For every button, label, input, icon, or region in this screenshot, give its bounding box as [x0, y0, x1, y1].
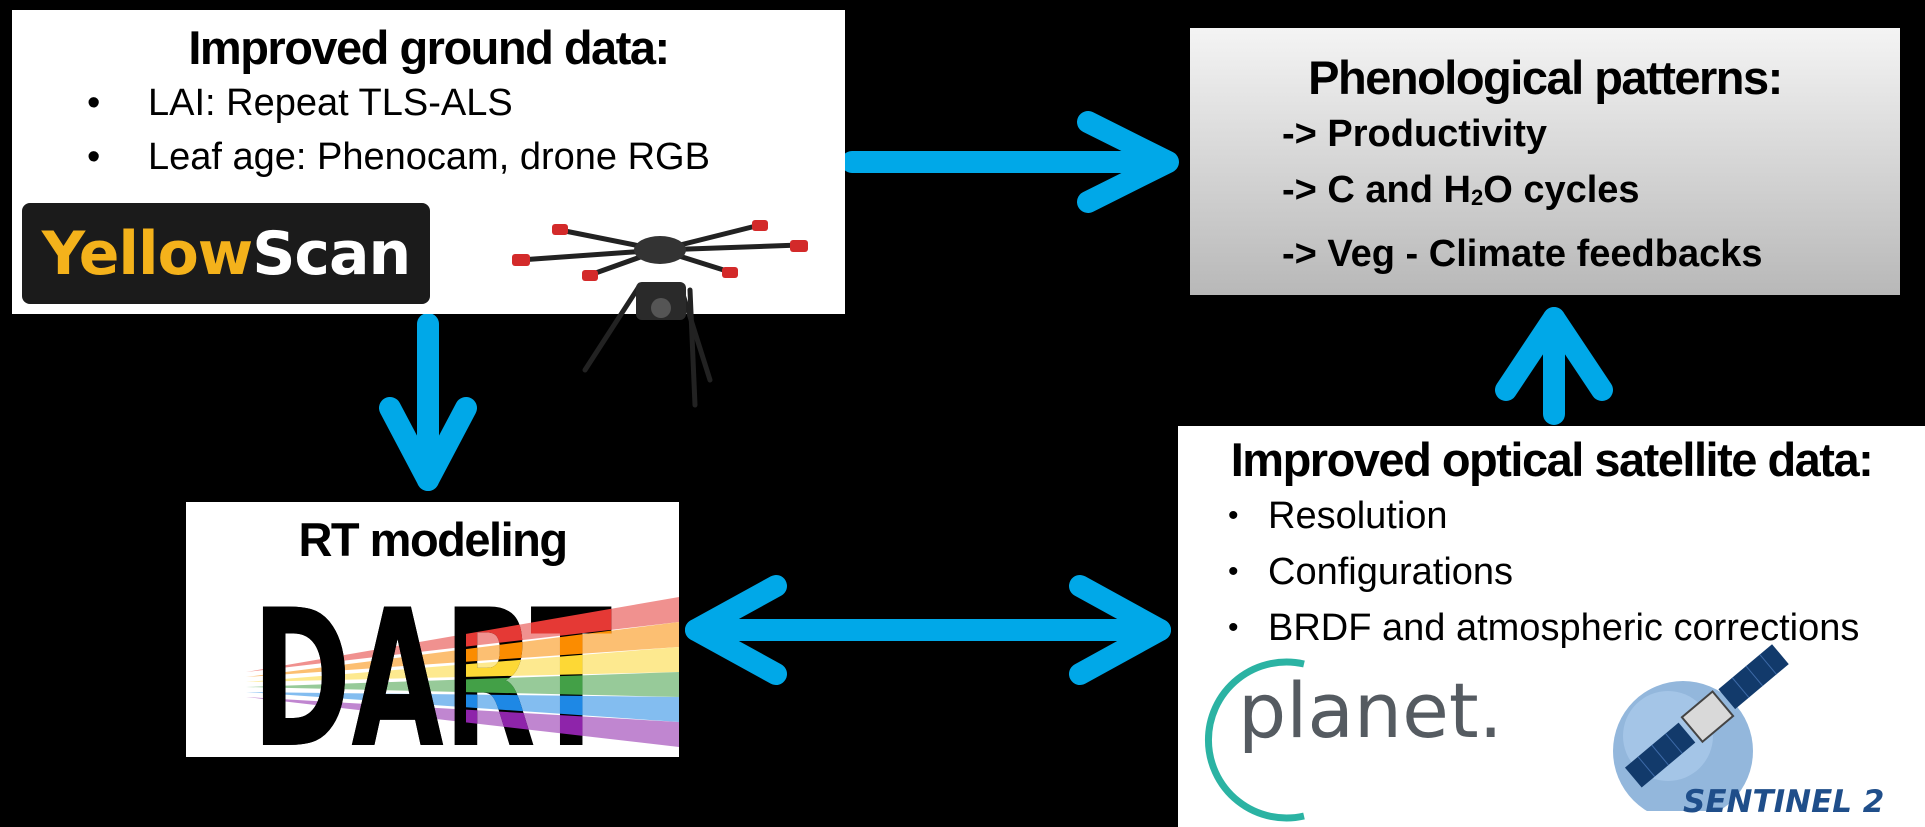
satellite-data-list: •Resolution •Configurations •BRDF and at… — [1178, 488, 1925, 656]
bullet-icon: • — [1228, 611, 1239, 644]
phenological-patterns-title: Phenological patterns: — [1308, 51, 1783, 104]
phenological-list: -> Productivity -> C and H2O cycles -> V… — [1282, 106, 1900, 282]
list-item: •BRDF and atmospheric corrections — [1178, 600, 1925, 656]
satellite-data-box: Improved optical satellite data: •Resolu… — [1178, 426, 1925, 827]
planet-logo: planet. — [1238, 666, 1503, 755]
list-item: •Resolution — [1178, 488, 1925, 544]
phenological-patterns-box: Phenological patterns: -> Productivity -… — [1190, 28, 1900, 295]
bullet-icon: • — [1228, 555, 1239, 588]
satellite-icon — [1613, 644, 1789, 811]
arrow-satellite-to-phenology — [1495, 307, 1613, 425]
bullet-icon: • — [1228, 499, 1239, 532]
list-item: •Leaf age: Phenocam, drone RGB — [12, 130, 845, 184]
ground-data-title: Improved ground data: — [188, 21, 670, 74]
arrow-ground-to-phenology — [841, 111, 1179, 213]
ground-data-list: •LAI: Repeat TLS-ALS •Leaf age: Phenocam… — [12, 76, 845, 184]
rt-modeling-box: RT modeling DART DART — [186, 502, 679, 757]
drone-icon — [512, 220, 808, 408]
dart-logo: DART DART — [246, 577, 679, 757]
rt-modeling-title: RT modeling — [298, 513, 568, 566]
list-item: •LAI: Repeat TLS-ALS — [12, 76, 845, 130]
list-item: -> C and H2O cycles — [1282, 169, 1640, 211]
bullet-icon: • — [87, 82, 101, 124]
list-item: •Configurations — [1178, 544, 1925, 600]
arrow-rt-satellite-bidirectional — [685, 575, 1171, 685]
satellite-data-title: Improved optical satellite data: — [1230, 433, 1874, 486]
arrow-ground-to-rt — [379, 313, 477, 491]
list-item: -> Productivity — [1282, 113, 1547, 155]
bullet-icon: • — [87, 136, 101, 178]
planet-logo-ring — [1205, 658, 1305, 822]
list-item: -> Veg - Climate feedbacks — [1282, 233, 1763, 275]
sentinel-2-logo: SENTINEL 2 — [1683, 784, 1885, 820]
